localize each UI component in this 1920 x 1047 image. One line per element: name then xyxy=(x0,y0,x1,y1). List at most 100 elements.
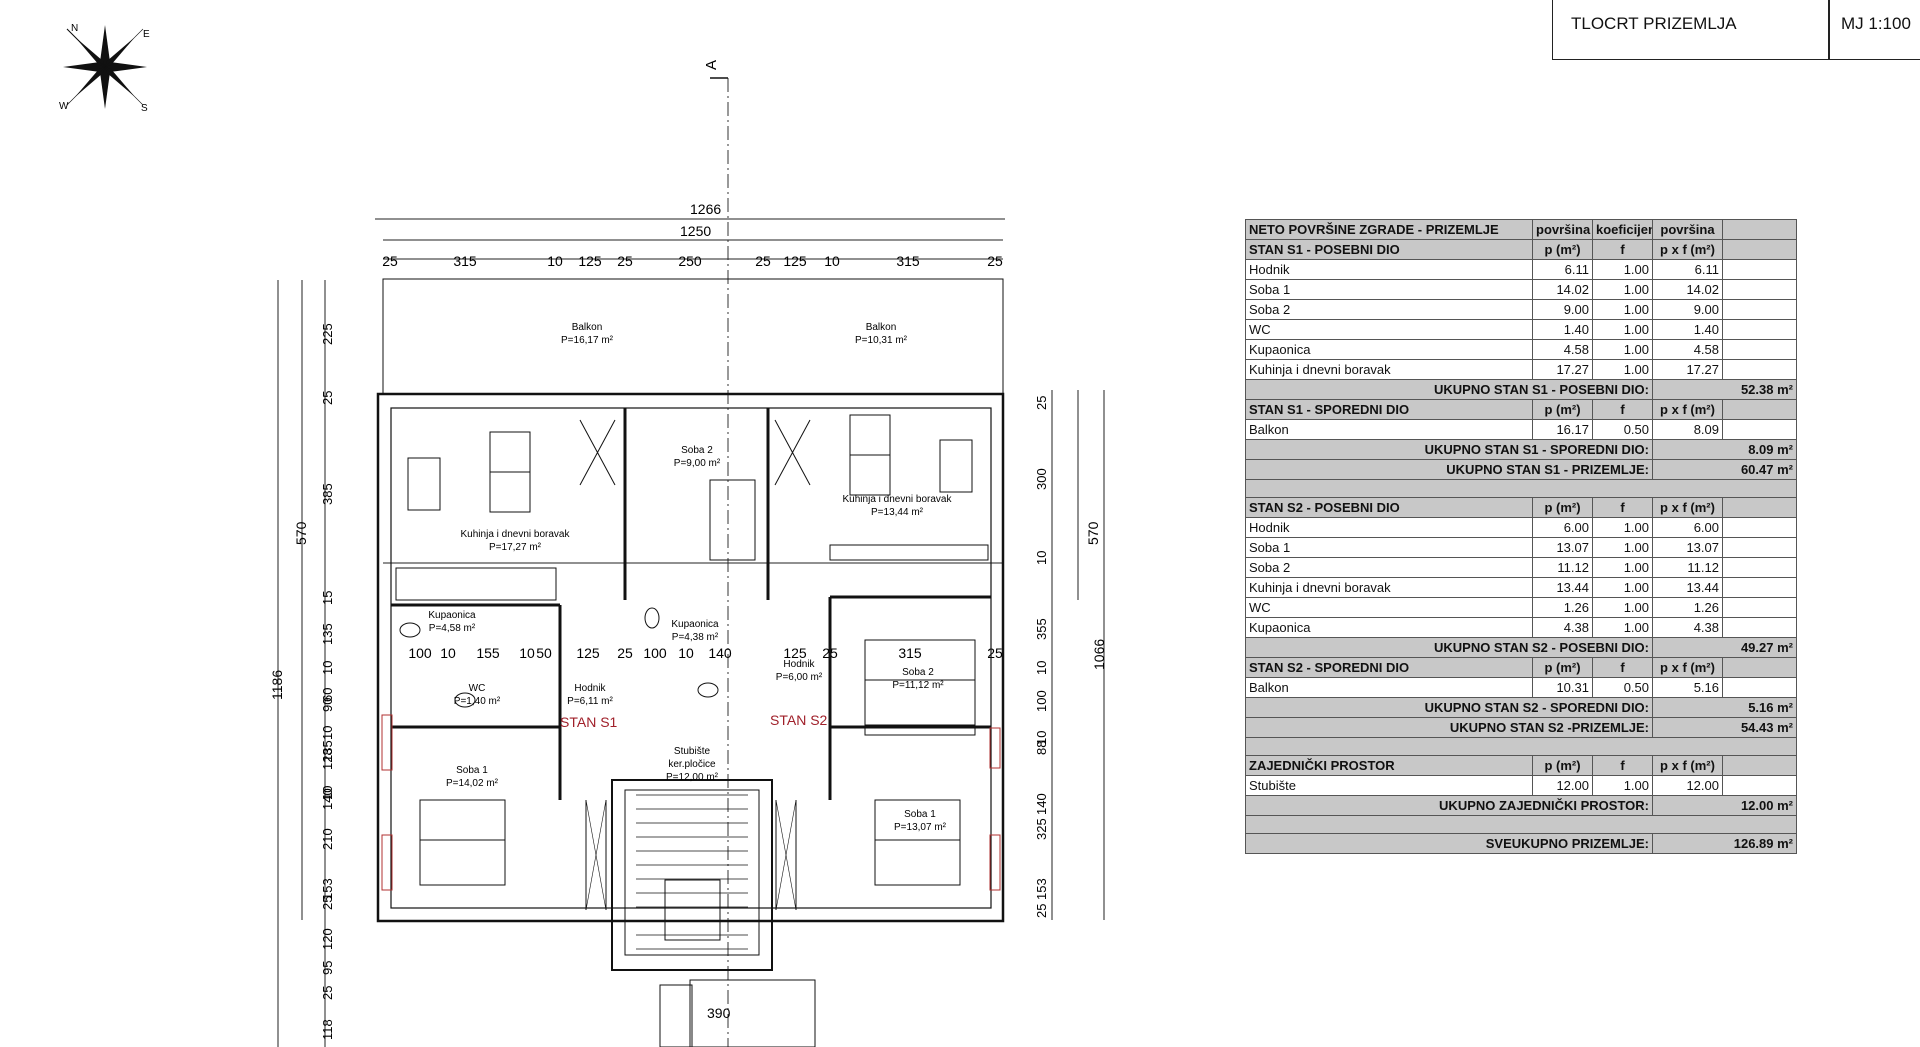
room-name-wc-s1: WC xyxy=(469,683,486,694)
compass-n-label: N xyxy=(71,23,78,34)
right-dim-value: 300 xyxy=(1034,468,1049,490)
room-name-kupaonica-s2: Kupaonica xyxy=(671,619,719,630)
compass-rose-icon: N E S W xyxy=(59,23,150,114)
table-cell xyxy=(1722,359,1797,380)
dim-right-total: 1066 xyxy=(1091,639,1107,670)
table-cell: UKUPNO STAN S2 -PRIZEMLJE: xyxy=(1245,717,1653,738)
table-cell: p (m²) xyxy=(1532,755,1593,776)
room-area-wc-s1: P=1,40 m² xyxy=(454,696,501,707)
room-area-kuhinja-s1: P=17,27 m² xyxy=(489,542,542,553)
left-dim-value: 118 xyxy=(320,1019,335,1040)
unit-label-s1: STAN S1 xyxy=(560,714,618,730)
room-name-hodnik-s2: Hodnik xyxy=(783,659,815,670)
table-cell: 1.00 xyxy=(1592,775,1653,796)
table-cell xyxy=(1722,319,1797,340)
table-cell xyxy=(1722,339,1797,360)
table-cell: 1.00 xyxy=(1592,617,1653,638)
table-cell xyxy=(1722,557,1797,578)
table-cell: 1.00 xyxy=(1592,259,1653,280)
furniture xyxy=(395,414,989,886)
table-cell: 13.07 xyxy=(1652,537,1723,558)
table-cell xyxy=(1722,259,1797,280)
room-name-stubiste: Stubište xyxy=(674,746,711,757)
table-cell xyxy=(1722,517,1797,538)
table-cell: 12.00 xyxy=(1532,775,1593,796)
mid-dim-value: 10 xyxy=(678,645,694,661)
mid-dim-value: 50 xyxy=(536,645,552,661)
table-cell: Soba 2 xyxy=(1245,299,1533,320)
dim-left-total: 1186 xyxy=(269,670,285,700)
table-cell: SVEUKUPNO PRIZEMLJE: xyxy=(1245,833,1653,854)
table-cell: 4.58 xyxy=(1532,339,1593,360)
left-dim-value: 225 xyxy=(320,323,335,345)
room-name-soba1-s1: Soba 1 xyxy=(456,765,488,776)
table-cell: 13.44 xyxy=(1532,577,1593,598)
table-cell: 6.00 xyxy=(1652,517,1723,538)
table-cell: f xyxy=(1592,399,1653,420)
table-cell: Balkon xyxy=(1245,419,1533,440)
room-area-kupaonica-s2: P=4,38 m² xyxy=(672,632,719,643)
table-cell: Soba 1 xyxy=(1245,537,1533,558)
room-area-soba1-s1: P=14,02 m² xyxy=(446,778,499,789)
table-cell: 5.16 xyxy=(1652,677,1723,698)
table-cell: 8.09 xyxy=(1652,419,1723,440)
left-dim-value: 10 xyxy=(320,661,335,675)
top-dim-value: 25 xyxy=(617,253,633,269)
unit-total: UKUPNO STAN S1 - PRIZEMLJE:60.47 m² xyxy=(1245,459,1797,480)
left-dim-chain: 2252538515135106090101281351014021015325… xyxy=(320,323,335,1040)
table-cell: 49.27 m² xyxy=(1652,637,1797,658)
room-area-kuhinja-s2: P=13,44 m² xyxy=(871,507,924,518)
top-dim-value: 25 xyxy=(987,253,1003,269)
table-cell: 1.00 xyxy=(1592,537,1653,558)
left-dim-value: 135 xyxy=(320,623,335,645)
table-cell xyxy=(1722,497,1797,518)
table-cell: Soba 1 xyxy=(1245,279,1533,300)
mid-dim-value: 25 xyxy=(987,645,1003,661)
mid-dim-value: 100 xyxy=(408,645,432,661)
table-cell: p x f (m²) xyxy=(1652,239,1723,260)
table-cell: STAN S2 - POSEBNI DIO xyxy=(1245,497,1533,518)
table-cell: 1.00 xyxy=(1592,339,1653,360)
table-cell xyxy=(1722,399,1797,420)
mid-dim-value: 100 xyxy=(643,645,667,661)
table-cell xyxy=(1722,617,1797,638)
table-cell xyxy=(1722,775,1797,796)
top-dim-value: 10 xyxy=(824,253,840,269)
table-cell: 1.40 xyxy=(1652,319,1723,340)
top-dim-value: 125 xyxy=(578,253,602,269)
table-cell: p (m²) xyxy=(1532,657,1593,678)
table-cell: 16.17 xyxy=(1532,419,1593,440)
table-cell: STAN S2 - SPOREDNI DIO xyxy=(1245,657,1533,678)
unit-total: UKUPNO STAN S2 -PRIZEMLJE:54.43 m² xyxy=(1245,717,1797,738)
table-cell xyxy=(1722,657,1797,678)
top-dim-value: 250 xyxy=(678,253,702,269)
left-dim-value: 210 xyxy=(320,828,335,850)
table-cell: Soba 2 xyxy=(1245,557,1533,578)
table-cell: 13.44 xyxy=(1652,577,1723,598)
table-cell: 13.07 xyxy=(1532,537,1593,558)
left-dim-value: 153 xyxy=(320,878,335,900)
table-cell: površina xyxy=(1532,219,1593,240)
section-total: UKUPNO STAN S2 - POSEBNI DIO:49.27 m² xyxy=(1245,637,1797,658)
room-name-soba2-s1: Soba 2 xyxy=(681,445,713,456)
grand-total: SVEUKUPNO PRIZEMLJE:126.89 m² xyxy=(1245,833,1797,854)
table-cell: 1.40 xyxy=(1532,319,1593,340)
table-cell: UKUPNO ZAJEDNIČKI PROSTOR: xyxy=(1245,795,1653,816)
left-dim-value: 10 xyxy=(320,726,335,740)
table-cell: p (m²) xyxy=(1532,497,1593,518)
table-cell: 14.02 xyxy=(1652,279,1723,300)
right-dimensions xyxy=(1051,390,1105,920)
room-note-stubiste: ker.pločice xyxy=(668,759,716,770)
